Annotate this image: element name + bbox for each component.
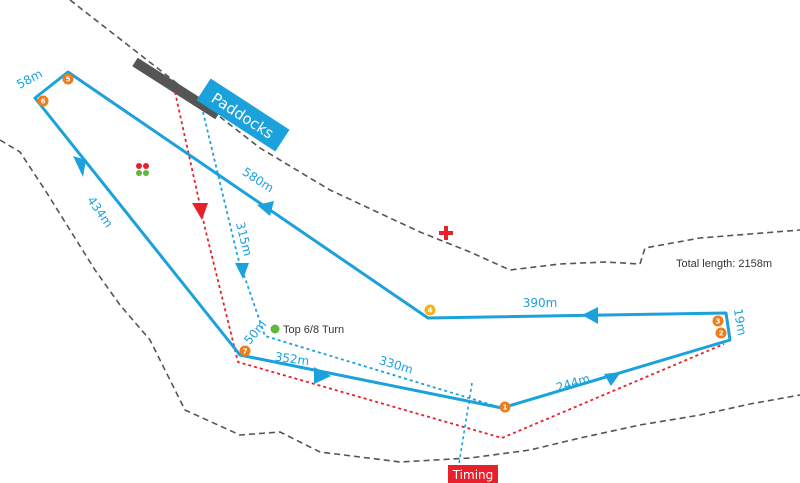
svg-text:3: 3	[716, 318, 721, 326]
corner-marker-5: 5	[62, 73, 74, 85]
total-length-label: Total length: 2158m	[676, 258, 772, 270]
track-arrow-352	[314, 367, 331, 384]
lower-boundary-line	[0, 139, 800, 463]
segment-label-315: 315m	[233, 221, 255, 258]
svg-text:5: 5	[66, 76, 71, 84]
svg-text:6: 6	[41, 98, 46, 106]
upper-boundary-line	[69, 0, 800, 271]
track-arrow-580	[257, 201, 274, 216]
segment-label-19: 19m	[731, 308, 749, 337]
svg-text:1: 1	[503, 404, 508, 412]
track-arrow-244	[604, 372, 621, 386]
corner-marker-1: 1	[499, 401, 511, 413]
red-route-line	[174, 91, 725, 439]
corner-marker-4: 4	[424, 304, 436, 316]
segment-label-50: 50m	[241, 318, 269, 348]
first-aid-cross	[439, 226, 453, 240]
main-track-line	[33, 70, 732, 410]
paddock-bar	[132, 57, 221, 120]
svg-text:2: 2	[719, 330, 724, 338]
svg-text:4: 4	[428, 307, 433, 315]
segment-label-434: 434m	[84, 194, 115, 230]
top-turn-label: Top 6/8 Turn	[283, 324, 344, 336]
svg-text:7: 7	[243, 348, 248, 356]
track-arrow-390	[582, 307, 598, 324]
segment-label-390: 390m	[523, 296, 558, 310]
segment-label-352: 352m	[274, 350, 310, 369]
timing-label-box: Timing	[448, 465, 498, 483]
segment-label-244: 244m	[554, 371, 591, 395]
segment-label-58: 58m	[14, 67, 44, 92]
marker-dots-cluster	[136, 163, 149, 176]
track-arrow-434	[73, 156, 86, 177]
timing-line	[457, 382, 473, 471]
segment-label-580: 580m	[240, 165, 277, 196]
corner-marker-7: 7	[239, 345, 251, 357]
blue-dotted-route	[202, 111, 503, 409]
top-turn-dot	[270, 324, 280, 334]
blue-dotted-arrow	[235, 263, 249, 279]
corner-marker-3: 3	[712, 315, 724, 327]
red-route-arrow	[192, 203, 208, 220]
corner-marker-6: 6	[37, 95, 49, 107]
corner-marker-2: 2	[715, 327, 727, 339]
timing-label: Timing	[452, 468, 494, 482]
segment-label-330: 330m	[377, 353, 414, 377]
